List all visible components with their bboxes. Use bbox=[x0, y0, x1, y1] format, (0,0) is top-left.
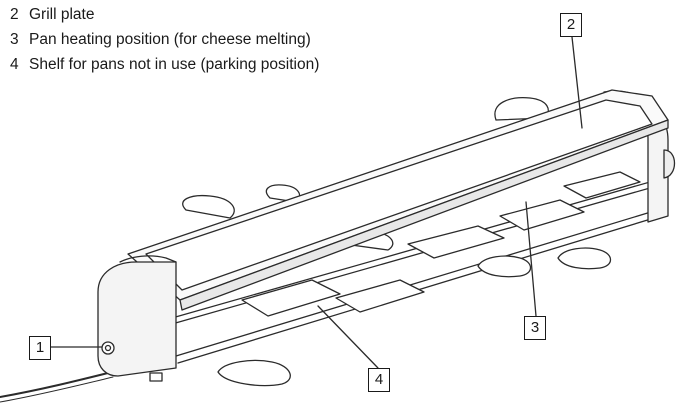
left-end-housing bbox=[97, 255, 177, 382]
legend-item-parking-shelf: 4 Shelf for pans not in use (parking posi… bbox=[10, 52, 319, 77]
grill-plate bbox=[127, 89, 669, 311]
pan-handle bbox=[477, 255, 532, 278]
pan-handle bbox=[217, 359, 291, 387]
leader-line bbox=[317, 305, 379, 369]
legend-text: Shelf for pans not in use (parking posit… bbox=[29, 56, 320, 73]
parked-pan bbox=[241, 279, 341, 317]
legend-item-grill-plate: 2 Grill plate bbox=[10, 2, 319, 27]
pan-handle bbox=[557, 247, 612, 270]
power-cord bbox=[0, 371, 113, 398]
right-foot bbox=[663, 149, 676, 179]
legend-number: 4 bbox=[10, 56, 19, 73]
grill-plate-edge bbox=[179, 119, 669, 311]
shelf-rail-lower-2 bbox=[177, 214, 665, 364]
callout-1: 1 bbox=[29, 336, 51, 360]
parked-pan bbox=[335, 279, 425, 313]
callout-4: 4 bbox=[368, 368, 390, 392]
legend-item-pan-heating-position: 3 Pan heating position (for cheese meltin… bbox=[10, 27, 319, 52]
callout-2: 2 bbox=[560, 13, 582, 37]
parked-pan bbox=[407, 225, 505, 259]
legend-text: Grill plate bbox=[29, 6, 95, 23]
callout-3: 3 bbox=[524, 316, 546, 340]
shelf-rail-lower bbox=[175, 207, 665, 357]
legend-text: Pan heating position (for cheese melting… bbox=[29, 31, 311, 48]
leader-line bbox=[571, 36, 583, 129]
parked-pan bbox=[499, 199, 585, 231]
power-cord-outline bbox=[0, 376, 114, 403]
housing-notch bbox=[149, 372, 163, 382]
parked-pans bbox=[241, 171, 641, 317]
leader-line bbox=[525, 201, 537, 317]
legend-number: 3 bbox=[10, 31, 19, 48]
legend-number: 2 bbox=[10, 6, 19, 23]
parked-pan bbox=[563, 171, 641, 199]
pan-handle bbox=[182, 194, 235, 219]
legend-list: 2 Grill plate 3 Pan heating position (for … bbox=[10, 2, 319, 77]
